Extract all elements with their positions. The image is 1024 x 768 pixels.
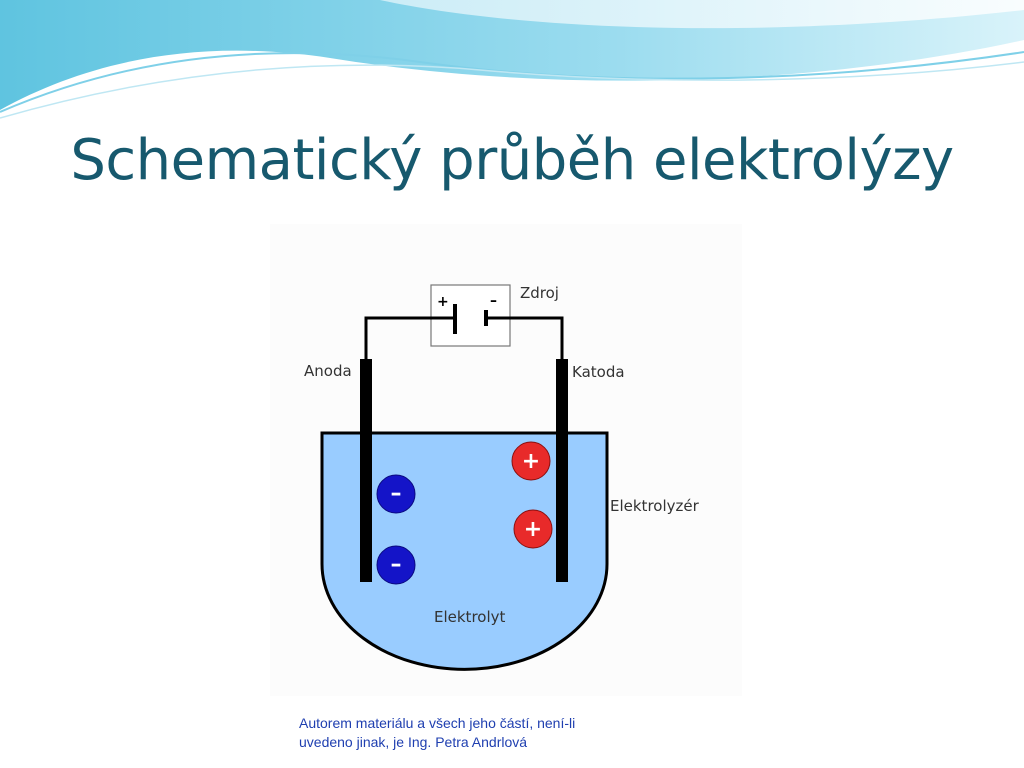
anode-wire xyxy=(364,316,453,359)
anion-ion: – xyxy=(376,474,416,514)
minus-terminal-label: – xyxy=(490,293,497,309)
anion-sign: – xyxy=(391,481,402,506)
electrolysis-diagram: + – – – + + Zdroj Anoda Katoda Elektroly… xyxy=(304,284,700,671)
anode-label: Anoda xyxy=(304,362,352,380)
footnote-line: Autorem materiálu a všech jeho částí, ne… xyxy=(299,715,576,731)
anion-ion: – xyxy=(376,545,416,585)
header-wave-decoration xyxy=(0,0,1024,119)
cathode-wire xyxy=(488,316,564,359)
cation-ion: + xyxy=(513,509,553,549)
cathode-label: Katoda xyxy=(572,363,625,381)
electrolyte-label: Elektrolyt xyxy=(434,608,506,626)
source-label: Zdroj xyxy=(520,284,559,302)
author-footnote: Autorem materiálu a všech jeho částí, ne… xyxy=(299,714,719,752)
electrolysis-diagram-panel: + – – – + + Zdroj Anoda Katoda Elektroly… xyxy=(270,224,742,696)
cation-sign: + xyxy=(524,517,542,542)
plus-terminal-label: + xyxy=(437,294,449,310)
anion-sign: – xyxy=(391,552,402,577)
cation-ion: + xyxy=(511,441,551,481)
anode-electrode xyxy=(360,359,372,582)
cation-sign: + xyxy=(522,449,540,474)
footnote-line: uvedeno jinak, je Ing. Petra Andrlová xyxy=(299,734,528,750)
power-source-box xyxy=(430,284,511,347)
cathode-electrode xyxy=(556,359,568,582)
electrolyzer-label: Elektrolyzér xyxy=(610,497,700,515)
slide-title: Schematický průběh elektrolýzy xyxy=(70,128,954,193)
